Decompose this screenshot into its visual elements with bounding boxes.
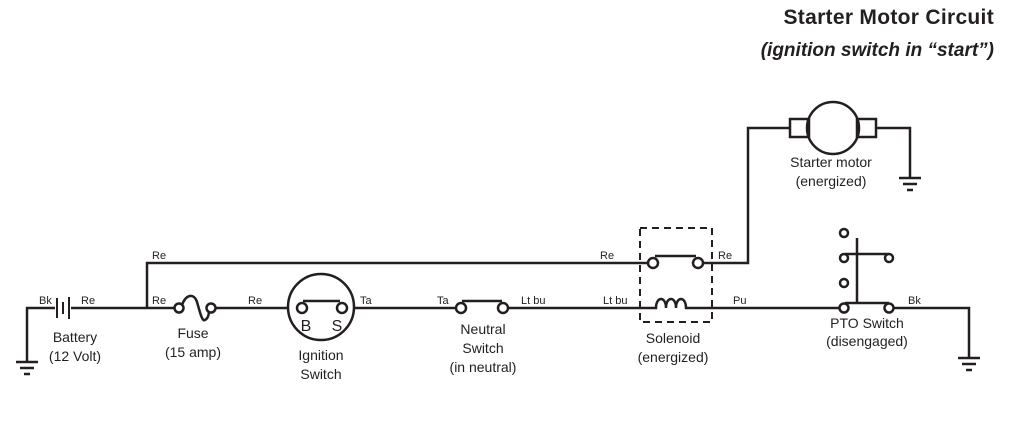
wire-label-re: Re bbox=[718, 250, 732, 262]
diagram-title: Starter Motor Circuit bbox=[783, 6, 994, 29]
battery-ground-icon bbox=[16, 360, 38, 376]
wire-label-lt-bu: Lt bu bbox=[521, 295, 545, 307]
solenoid-coil bbox=[654, 297, 712, 310]
wire-label-ta: Ta bbox=[437, 295, 450, 307]
pto-ground-icon bbox=[958, 356, 980, 372]
top-red-wire bbox=[145, 261, 648, 308]
starter-state: (energized) bbox=[796, 173, 867, 189]
wire-label-re: Re bbox=[600, 250, 614, 262]
wire-label-re: Re bbox=[152, 250, 166, 262]
starter-ground-icon bbox=[899, 176, 921, 192]
battery-ground-wire bbox=[25, 306, 55, 362]
diagram-subtitle: (ignition switch in “start”) bbox=[760, 40, 994, 61]
pto-state: (disengaged) bbox=[826, 333, 908, 349]
neutral-terminal bbox=[496, 301, 510, 315]
battery-rating: (12 Volt) bbox=[49, 348, 101, 364]
pto-terminal bbox=[838, 302, 850, 314]
motor-body bbox=[805, 100, 861, 156]
wire-label-lt-bu: Lt bu bbox=[603, 295, 627, 307]
starter-label: Starter motor bbox=[790, 154, 872, 170]
pto-terminal bbox=[838, 252, 850, 264]
solenoid: Re Lt bu Solenoid (energized) bbox=[600, 227, 713, 365]
wire-label-ta: Ta bbox=[360, 295, 373, 307]
wire-label-bk: Bk bbox=[908, 295, 921, 307]
solenoid-state: (energized) bbox=[638, 349, 709, 365]
neutral-label: Neutral bbox=[460, 321, 505, 337]
pto-switch: Bk PTO Switch (disengaged) bbox=[826, 227, 980, 372]
pto-terminal bbox=[883, 252, 895, 264]
ignition-terminal-s bbox=[335, 301, 349, 315]
terminal-b-label: B bbox=[301, 318, 312, 335]
solenoid-housing bbox=[639, 227, 713, 323]
solenoid-terminal bbox=[646, 256, 660, 270]
neutral-switch: Ta Lt bu Neutral Switch (in neutral) bbox=[437, 295, 655, 375]
solenoid-terminal bbox=[691, 256, 705, 270]
ignition-switch: B S Ignition Switch bbox=[286, 272, 356, 382]
motor-ground-wire bbox=[876, 126, 912, 178]
starter-feed-wire bbox=[703, 126, 791, 265]
pto-label: PTO Switch bbox=[830, 315, 904, 331]
wire-label-re: Re bbox=[81, 295, 95, 307]
motor-terminal bbox=[788, 117, 811, 139]
pto-ground-wire bbox=[894, 306, 971, 358]
pto-terminal bbox=[883, 302, 895, 314]
fuse-label: Fuse bbox=[177, 325, 208, 341]
fuse-terminal bbox=[205, 302, 217, 314]
pto-terminal bbox=[838, 277, 850, 289]
ignition-label-2: Switch bbox=[300, 366, 341, 382]
terminal-s-label: S bbox=[332, 318, 343, 335]
wire-label-bk: Bk bbox=[39, 295, 52, 307]
ignition-label: Ignition bbox=[298, 347, 343, 363]
solenoid-label: Solenoid bbox=[646, 330, 701, 346]
fuse-rating: (15 amp) bbox=[165, 344, 221, 360]
fuse-terminal bbox=[173, 302, 185, 314]
ignition-terminal-b bbox=[295, 301, 309, 315]
fuse: Re Re Fuse (15 amp) bbox=[152, 294, 288, 360]
battery: Bk Re Battery (12 Volt) bbox=[16, 295, 175, 376]
neutral-label-2: Switch bbox=[462, 340, 503, 356]
starter-motor: Starter motor (energized) bbox=[788, 100, 921, 192]
neutral-terminal bbox=[454, 301, 468, 315]
wire-label-re: Re bbox=[248, 295, 262, 307]
battery-label: Battery bbox=[53, 329, 97, 345]
wire-label-pu: Pu bbox=[733, 295, 746, 307]
neutral-state: (in neutral) bbox=[450, 359, 517, 375]
pto-terminal bbox=[838, 227, 850, 239]
fuse-element bbox=[180, 294, 211, 322]
wire-label-re: Re bbox=[152, 295, 166, 307]
